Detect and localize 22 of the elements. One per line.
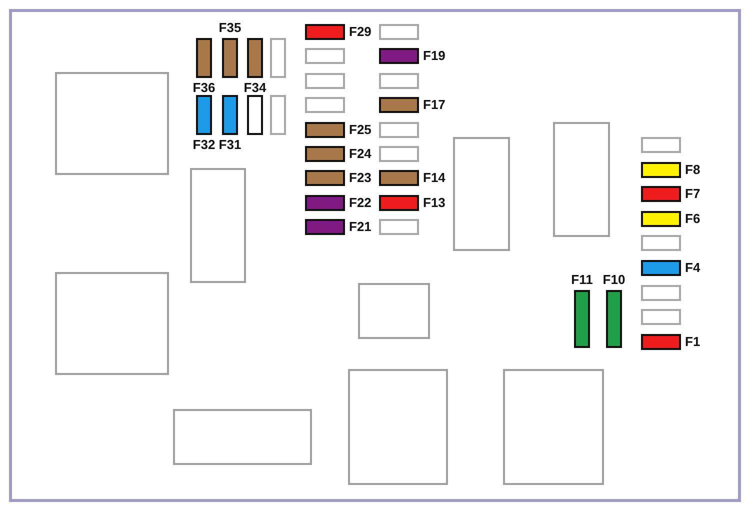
- fuse-label: F21: [349, 220, 372, 234]
- fuse-label: F10: [602, 273, 626, 287]
- fuse-label: F17: [423, 98, 446, 112]
- fuse-label: F34: [244, 81, 266, 95]
- fuse-label: F1: [685, 335, 700, 349]
- fuse-label: F36: [192, 81, 216, 95]
- fuse-label: F25: [349, 123, 372, 137]
- fuse-label: F23: [349, 171, 372, 185]
- fuse-label: F7: [685, 187, 700, 201]
- fuse-label: F4: [685, 261, 700, 275]
- fuse-label: F13: [423, 196, 446, 210]
- fuse-label: F35: [218, 21, 242, 35]
- fuse-label: F19: [423, 49, 446, 63]
- fuse-label: F32: [192, 138, 216, 152]
- fuse-label: F29: [349, 25, 372, 39]
- fuse-label: F22: [349, 196, 372, 210]
- fuse-label: F31: [218, 138, 242, 152]
- fuse-label: F14: [423, 171, 446, 185]
- fuse-label: F8: [685, 163, 700, 177]
- fuse-label: F6: [685, 212, 700, 226]
- fuse-label: F11: [571, 273, 593, 287]
- fuse-label: F24: [349, 147, 372, 161]
